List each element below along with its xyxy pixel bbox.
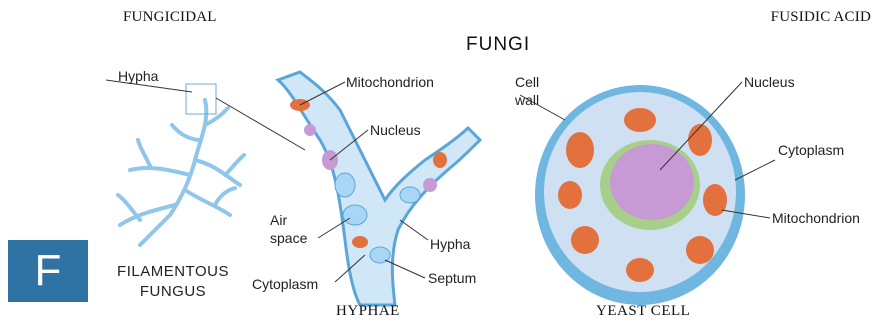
label-nucleus-yeast: Nucleus xyxy=(744,74,795,90)
badge-letter: F xyxy=(8,240,88,302)
header-right: FUSIDIC ACID xyxy=(771,9,871,26)
page-title: FUNGI xyxy=(466,34,530,56)
label-cell-wall-2: wall xyxy=(515,92,539,108)
caption-yeast: YEAST CELL xyxy=(596,303,690,320)
label-cytoplasm-yeast: Cytoplasm xyxy=(778,142,844,158)
label-septum: Septum xyxy=(428,270,476,286)
label-air-2: space xyxy=(270,230,307,246)
label-hypha-left: Hypha xyxy=(118,68,158,84)
label-mitochondrion-yeast: Mitochondrion xyxy=(772,210,860,226)
caption-hyphae: HYPHAE xyxy=(336,303,400,320)
caption-filamentous-2: FUNGUS xyxy=(108,282,238,302)
yeast-cell-drawing xyxy=(535,85,745,305)
label-cytoplasm-hyphae: Cytoplasm xyxy=(252,276,318,292)
filamentous-fungus-drawing xyxy=(118,100,244,245)
label-cell-wall-1: Cell xyxy=(515,74,539,90)
label-hypha-right: Hypha xyxy=(430,236,470,252)
label-nucleus-hyphae: Nucleus xyxy=(370,122,421,138)
caption-filamentous: FILAMENTOUS FUNGUS xyxy=(108,262,238,302)
label-air-1: Air xyxy=(270,212,287,228)
header-left: FUNGICIDAL xyxy=(123,9,217,26)
label-mitochondrion-top: Mitochondrion xyxy=(346,74,434,90)
section-badge: F xyxy=(8,240,88,302)
zoom-box xyxy=(186,84,216,114)
caption-filamentous-1: FILAMENTOUS xyxy=(108,262,238,282)
